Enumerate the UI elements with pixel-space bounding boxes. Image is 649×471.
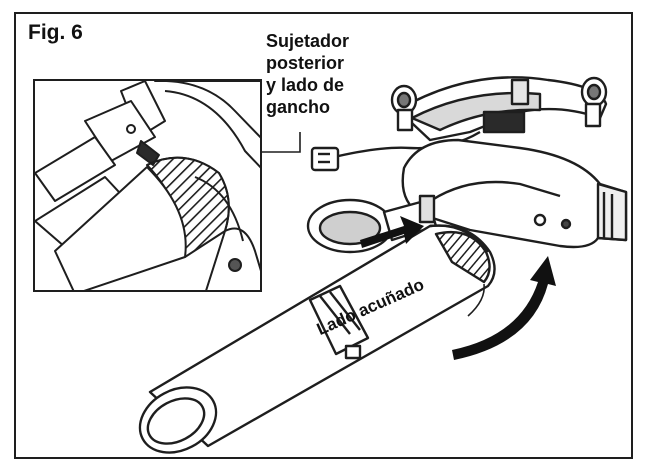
- blower-tube-icon: [138, 224, 496, 454]
- wedge-leader-line: [467, 283, 485, 317]
- blower-housing-icon: [306, 76, 628, 254]
- rotation-arrow-icon: [452, 256, 556, 360]
- figure-title: Fig. 6: [28, 21, 83, 44]
- inset-detail-illustration: [35, 81, 260, 290]
- rear-fastener-hook-side-label: Sujetador posterior y lado de gancho: [266, 31, 350, 117]
- insertion-arrow-icon: [360, 216, 424, 248]
- detail-inset: [33, 79, 262, 292]
